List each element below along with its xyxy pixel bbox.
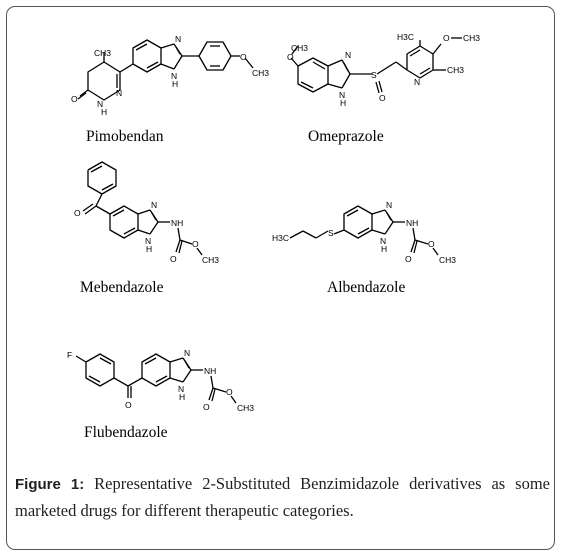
flubendazole-h: H [179,392,185,402]
omeprazole-h: H [340,98,346,108]
pimobendan-h1: H [101,107,107,117]
albendazole-h: H [381,244,387,254]
omeprazole-ch3a: CH3 [463,33,480,43]
albendazole-structure [289,205,439,256]
mebendazole-ch3: CH3 [202,255,219,265]
flubendazole-carbonyl-o: O [203,402,210,412]
omeprazole-sulfoxide-o: O [379,93,386,103]
pimobendan-oxygen: O [71,94,78,104]
pimobendan-n2: N [175,34,181,44]
albendazole-carbonyl-o: O [405,254,412,264]
chemical-structures: CH3 O N N H N N H O CH3 CH3 O N N H S O … [67,32,480,413]
pimobendan-structure [77,39,254,101]
compound-name-omeprazole: Omeprazole [308,128,384,145]
flubendazole-ketone-o: O [125,400,132,410]
omeprazole-methoxy-o: O [287,52,294,62]
pimobendan-methyl: CH3 [94,48,111,58]
flubendazole-structure [75,353,237,404]
mebendazole-structure [82,161,203,256]
mebendazole-h: H [146,244,152,254]
omeprazole-sulfur: S [371,70,377,80]
omeprazole-structure [290,37,462,94]
pimobendan-nh: N [97,99,103,109]
flubendazole-n2: N [178,384,184,394]
albendazole-ester-o: O [428,239,435,249]
albendazole-sulfur: S [328,228,334,238]
omeprazole-h3c: H3C [397,32,414,42]
omeprazole-methoxy-ch3: CH3 [291,43,308,53]
mebendazole-n2: N [145,236,151,246]
pimobendan-n1: N [116,88,122,98]
albendazole-h3c: H3C [272,233,289,243]
pimobendan-n3: N [171,71,177,81]
figure-label: Figure 1: [15,476,85,493]
compound-name-mebendazole: Mebendazole [80,279,164,296]
compound-name-pimobendan: Pimobendan [86,128,164,145]
mebendazole-ester-o: O [192,239,199,249]
pimobendan-h2: H [172,79,178,89]
flubendazole-ester-o: O [226,387,233,397]
omeprazole-n2: N [339,90,345,100]
pimobendan-ch3: CH3 [252,68,269,78]
flubendazole-fluorine: F [67,350,72,360]
figure-caption-text: Representative 2-Substituted Benzimidazo… [15,474,551,520]
compound-name-flubendazole: Flubendazole [84,424,168,441]
pimobendan-o2: O [240,52,247,62]
compound-name-albendazole: Albendazole [327,279,406,296]
figure-caption: Figure 1: Representative 2-Substituted B… [15,471,550,524]
mebendazole-ketone-o: O [74,208,81,218]
mebendazole-n1: N [151,200,157,210]
omeprazole-ch3b: CH3 [447,65,464,75]
figure-frame [6,6,555,550]
albendazole-ch3: CH3 [439,255,456,265]
albendazole-nh: NH [406,218,418,228]
omeprazole-pyridine-n: N [414,77,420,87]
flubendazole-n1: N [184,348,190,358]
mebendazole-carbonyl-o: O [170,254,177,264]
mebendazole-nh: NH [171,218,183,228]
flubendazole-nh: NH [204,366,216,376]
albendazole-n2: N [380,236,386,246]
albendazole-n1: N [386,200,392,210]
omeprazole-o2: O [443,33,450,43]
omeprazole-n1: N [345,50,351,60]
flubendazole-ch3: CH3 [237,403,254,413]
